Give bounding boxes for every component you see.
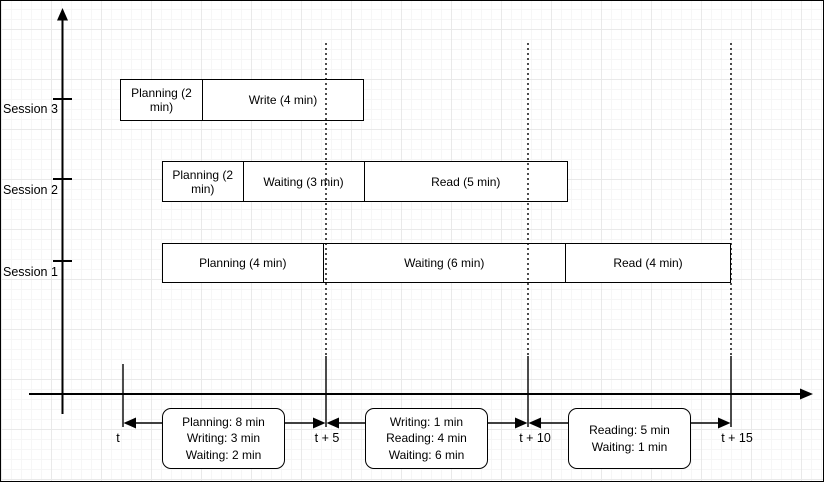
session-2-segment-read: Read (5 min)	[431, 174, 501, 189]
summary-line: Waiting: 1 min	[591, 439, 668, 454]
time-label-t: t	[116, 431, 120, 445]
session-3-segment-planning: Planning (2 min)	[121, 80, 203, 120]
summary-line: Reading: 5 min	[589, 423, 670, 437]
x-axis	[29, 388, 813, 400]
time-label-t5: t + 5	[314, 431, 340, 445]
session-2-segment-waiting: Waiting (3 min)	[244, 162, 365, 201]
session-1-segment-planning: Planning (4 min)	[163, 244, 324, 282]
summary-box-t-to-t5: Planning: 8 min Writing: 3 min Waiting: …	[162, 408, 285, 469]
summary-line: Writing: 3 min	[186, 431, 261, 446]
session-1-segment-read: Read (4 min)	[613, 256, 683, 270]
y-axis	[53, 8, 72, 414]
summary-box-t10-to-t15: Reading: 5 min Waiting: 1 min	[568, 408, 691, 469]
summary-line: Reading: 4 min	[386, 431, 467, 446]
summary-line: Waiting: 2 min	[185, 447, 262, 462]
session-1-bar: Planning (4 min) Waiting (6 min) Read (4…	[162, 243, 731, 283]
time-label-t10: t + 10	[519, 431, 551, 445]
summary-line: Writing: 1 min	[389, 414, 464, 429]
arrow-right-icon	[718, 417, 731, 429]
session-1-label: Session 1	[3, 265, 58, 279]
arrow-left-icon	[528, 417, 541, 429]
time-label-t15: t + 15	[721, 431, 753, 445]
summary-line: Waiting: 6 min	[388, 447, 465, 462]
arrow-left-icon	[123, 417, 136, 429]
session-3-segment-write: Write (4 min)	[248, 93, 318, 107]
session-3-bar: Planning (2 min) Write (4 min)	[120, 79, 364, 121]
summary-line: Planning: 8 min	[182, 414, 265, 429]
session-1-segment-waiting: Waiting (6 min)	[324, 244, 566, 282]
summary-box-t5-to-t10: Writing: 1 min Reading: 4 min Waiting: 6…	[365, 408, 488, 469]
x-axis-arrow-icon	[800, 388, 813, 400]
arrow-left-icon	[326, 417, 339, 429]
session-3-label: Session 3	[3, 102, 58, 116]
arrow-right-icon	[313, 417, 326, 429]
session-2-bar: Planning (2 min) Waiting (3 min) Read (5…	[162, 161, 568, 202]
session-2-label: Session 2	[3, 183, 58, 197]
session-2-segment-planning: Planning (2 min)	[163, 162, 244, 201]
y-axis-arrow-icon	[57, 8, 68, 21]
arrow-right-icon	[515, 417, 528, 429]
